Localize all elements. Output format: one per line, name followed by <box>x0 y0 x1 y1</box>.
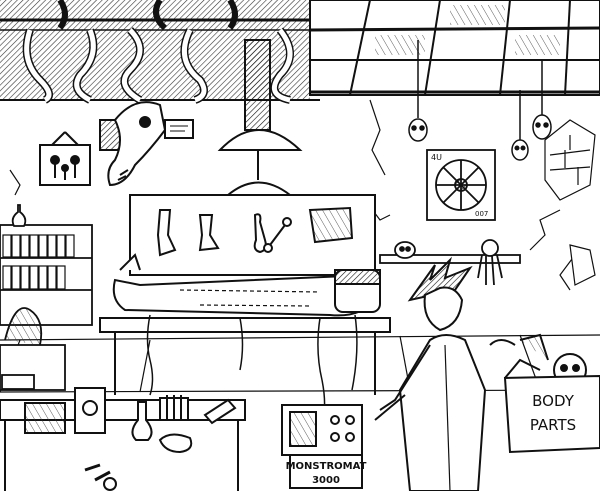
ceiling-grid <box>309 0 600 96</box>
wheel-chart-corner-bottom: 007 <box>475 210 488 218</box>
left-shelf <box>0 204 93 326</box>
box-label-line1: BODY <box>532 392 575 410</box>
body-parts-box <box>489 333 600 454</box>
family-picture-frame <box>39 131 91 186</box>
machine-label-line1: MONSTROMAT <box>286 461 367 472</box>
wheel-chart-poster: 4U 007 <box>426 149 496 221</box>
machine-label-line2: 3000 <box>312 475 340 486</box>
exposed-brick <box>544 119 596 286</box>
front-table <box>0 387 246 491</box>
hanging-pipes <box>22 0 294 104</box>
wheel-chart-corner-top: 4U <box>431 153 442 162</box>
wall-cracks <box>9 99 576 291</box>
dinosaur-skull <box>99 101 194 187</box>
operating-table <box>99 317 391 395</box>
monstromat-machine <box>281 404 363 489</box>
hanging-skulls <box>408 40 552 161</box>
ceiling-lamp <box>217 39 303 196</box>
mad-scientist <box>374 256 487 491</box>
left-bench <box>0 307 66 391</box>
box-label-line2: PARTS <box>530 416 576 434</box>
specimen-board <box>129 194 376 276</box>
